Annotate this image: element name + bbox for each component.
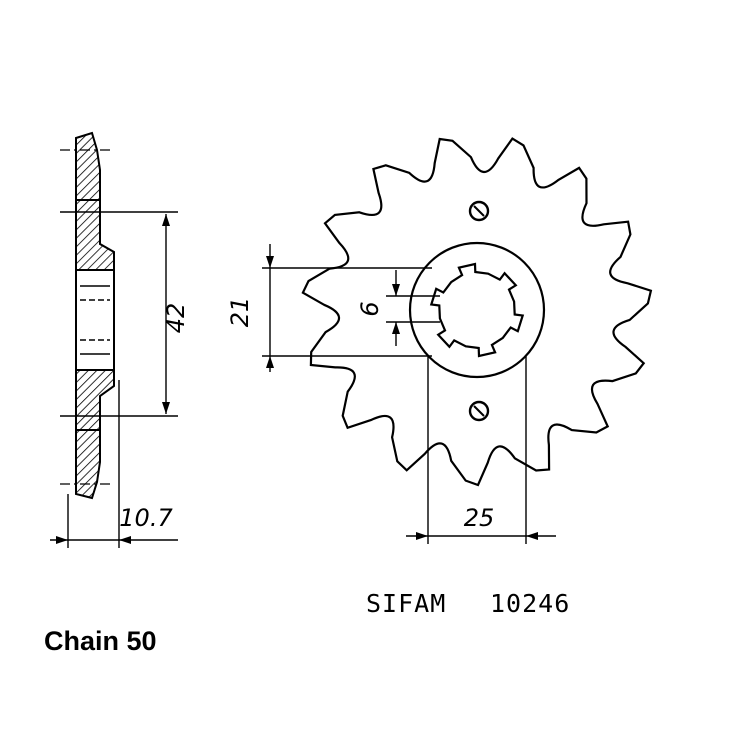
sprocket-outline [301,137,653,487]
chain-label: Chain 50 [44,626,157,656]
side-view: 42 10.7 [50,131,190,548]
hub-bore-section [75,269,115,371]
spline-width-label: 6 [356,301,384,316]
thickness-label: 10.7 [119,504,173,532]
part-number-label: 10246 [490,589,570,618]
front-view: 21 6 25 [226,137,653,544]
upper-tooth-section [75,131,101,201]
spline-diameter-label: 21 [226,297,254,328]
brand-label: SIFAM [366,589,446,618]
lower-tooth-section [75,429,101,500]
spline-bore [429,262,525,358]
hub-diameter-label: 42 [162,303,190,334]
lower-body-section [75,369,115,431]
bolt-spacing-label: 25 [464,504,495,532]
hub-circle [408,241,546,379]
upper-body-section [75,199,115,271]
lower-bolt-hole [468,400,490,422]
upper-bolt-hole [468,200,490,222]
